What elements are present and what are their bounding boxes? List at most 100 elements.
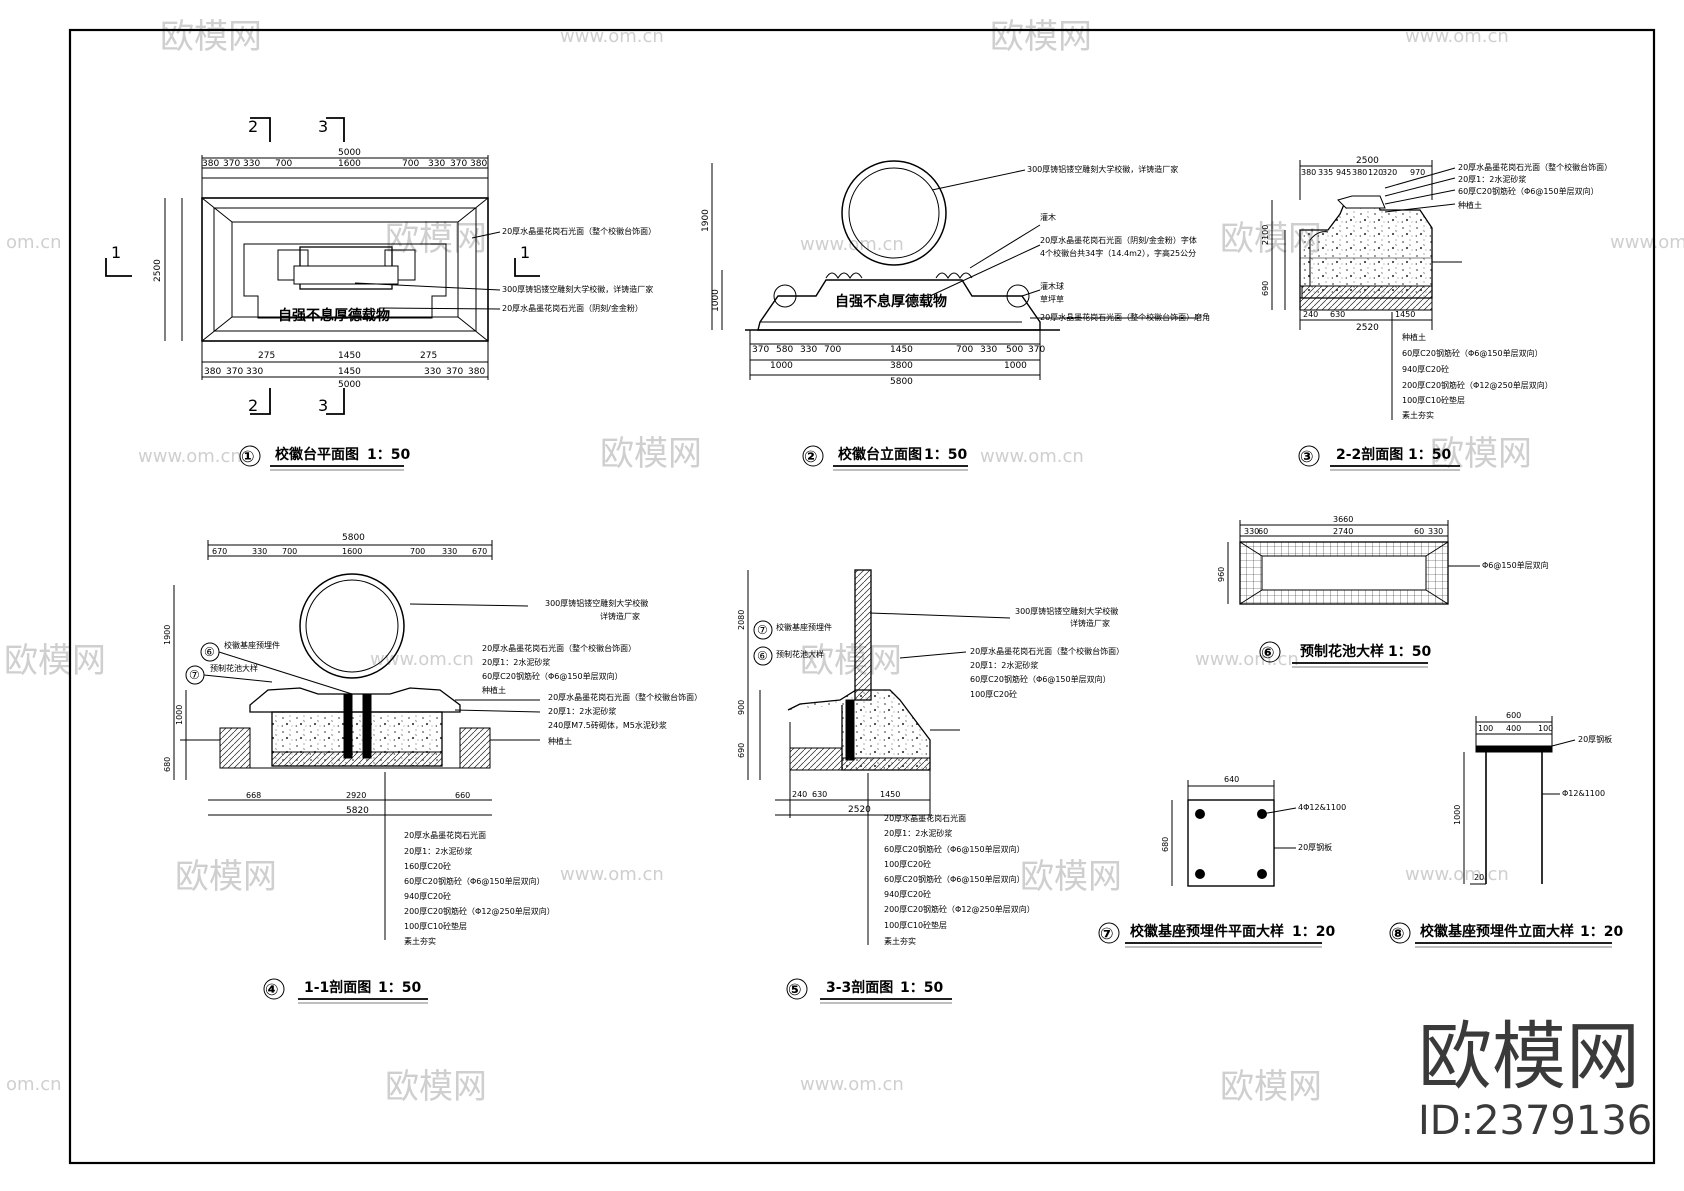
planter-dim-total: 3660 — [1333, 515, 1353, 524]
watermark-logo: 欧模网 — [385, 1067, 487, 1107]
section-11-note: 60厚C20钢筋砼（Φ6@150单层双向） — [404, 876, 545, 886]
section-11-note: 200厚C20钢筋砼（Φ12@250单层双向） — [404, 906, 555, 916]
elevation-dim-left: 1000 — [711, 289, 721, 312]
section-11-dim: 668 — [246, 791, 261, 800]
plan-dim-bottom: 370 — [446, 367, 463, 377]
section-11-note: 素土夯实 — [404, 936, 436, 946]
section-22-dim: 120 — [1368, 168, 1383, 177]
embed-elevation-view — [1463, 716, 1576, 885]
elevation-labels: 自强不息厚德载物 370 580 330 700 1450 700 330 50… — [701, 164, 1210, 387]
section-33-dim: 240 — [792, 790, 807, 799]
elevation-note: 4个校徽台共34字（14.4m2），字高25公分 — [1040, 248, 1196, 258]
section-22-dim: 970 — [1410, 168, 1425, 177]
section-33-note: 20厚1：2水泥砂浆 — [970, 660, 1038, 670]
section-33-note: 20厚1：2水泥砂浆 — [884, 828, 952, 838]
section-33-tag: 预制花池大样 — [776, 649, 824, 659]
watermark-url: www.om.cn — [560, 864, 664, 885]
watermark-url: www.om.cn — [1405, 864, 1509, 885]
watermark-badge: 欧模网 ID:2379136 — [1418, 1014, 1652, 1144]
view-title-num: ⑥ — [1261, 643, 1275, 662]
section-33-dim: 630 — [812, 790, 827, 799]
section-11-dim: 1600 — [342, 547, 362, 556]
section-22-dim: 380 — [1352, 168, 1367, 177]
plan-note: 20厚水晶墨花岗石光面（阴刻/金金粉） — [502, 303, 643, 313]
plan-dim-bottom: 380 — [468, 367, 485, 377]
elevation-dim: 1450 — [890, 345, 913, 355]
section-11-dim: 700 — [410, 547, 425, 556]
view-title-text: 校徽基座预埋件立面大样 — [1420, 923, 1574, 940]
cut-mark-label: 3 — [318, 396, 328, 415]
plan-dim-top: 1600 — [338, 159, 361, 169]
elevation-note: 300厚铸铝镂空雕刻大学校徽，详铸造厂家 — [1027, 164, 1178, 174]
planter-dim: 2740 — [1333, 527, 1353, 536]
section-22-note: 种植土 — [1402, 332, 1426, 342]
watermark-url: www.om.cn — [560, 26, 664, 47]
embed-plan-note: 20厚钢板 — [1298, 842, 1332, 852]
section-22-dim: 945 — [1336, 168, 1351, 177]
section-33-note: 素土夯实 — [884, 936, 916, 946]
section-33-note: 60厚C20钢筋砼（Φ6@150单层双向） — [970, 674, 1111, 684]
elevation-dim: 1000 — [1004, 361, 1027, 371]
plan-dim-top: 700 — [275, 159, 292, 169]
plan-dim-top: 380 — [202, 159, 219, 169]
view-title-scale: 1：50 — [1388, 644, 1431, 660]
view-title-text: 预制花池大样 — [1300, 643, 1384, 660]
view-title-text: 校徽台立面图 — [838, 446, 922, 463]
section-11-note: 300厚铸铝镂空雕刻大学校徽 — [545, 598, 648, 608]
elevation-dim: 370 — [752, 345, 769, 355]
view-title-num: ⑤ — [788, 980, 802, 999]
watermark-url: www.om.cn — [370, 649, 474, 670]
elevation-dim: 700 — [956, 345, 973, 355]
section-11-dim: 330 — [442, 547, 457, 556]
view-title-scale: 1：20 — [1292, 924, 1335, 940]
section-33-note: 200厚C20钢筋砼（Φ12@250单层双向） — [884, 904, 1035, 914]
section-11-dim-total: 5800 — [342, 533, 365, 543]
elevation-note: 灌木 — [1040, 212, 1056, 222]
section-22-note: 素土夯实 — [1402, 410, 1434, 420]
elevation-view — [711, 160, 1198, 380]
section-11-dim: 670 — [472, 547, 487, 556]
section-11-note: 160厚C20砼 — [404, 861, 451, 871]
embed-elevation-note: Φ12&1100 — [1562, 789, 1605, 798]
section-11-note: 20厚水晶墨花岗石光面（整个校徽台饰面） — [548, 692, 702, 702]
plan-dim-inner: 275 — [420, 351, 437, 361]
watermark-id: ID:2379136 — [1418, 1098, 1652, 1144]
elevation-dim: 500 — [1006, 345, 1023, 355]
embed-elevation-labels: 600 100 400 100 1000 20 20厚钢板 Φ12&1100 — [1453, 711, 1612, 882]
plan-dim-inner: 275 — [258, 351, 275, 361]
section-11-note: 940厚C20砼 — [404, 891, 451, 901]
section-33-view — [747, 569, 1011, 945]
section-33-note: 100厚C10砼垫层 — [884, 920, 947, 930]
planter-labels: 3660 330 60 2740 60 330 960 Φ6@150单层双向 — [1217, 515, 1549, 582]
section-11-dim-left: 1000 — [175, 705, 184, 725]
section-33-dim-total: 2520 — [848, 805, 871, 815]
section-11-note: 20厚1：2水泥砂浆 — [548, 706, 616, 716]
section-22-dim: 320 — [1382, 168, 1397, 177]
view-titles: ① 校徽台平面图 1：50 ② 校徽台立面图 1：50 ③ 2-2剖面图 1：5… — [239, 445, 1623, 1004]
section-11-dim-left: 680 — [163, 757, 172, 772]
watermark-url: om.cn — [6, 1074, 62, 1095]
plan-dim-top: 380 — [470, 159, 487, 169]
cut-mark-label: 2 — [248, 117, 258, 136]
view-title-num: ④ — [265, 980, 279, 999]
section-22-dim-left: 2100 — [1261, 225, 1270, 245]
view-title-text: 3-3剖面图 — [826, 979, 893, 996]
section-22-note: 种植土 — [1458, 200, 1482, 210]
section-22-dim-total: 2520 — [1356, 323, 1379, 333]
section-11-note: 240厚M7.5砖砌体，M5水泥砂浆 — [548, 720, 667, 730]
view-title-num: ⑧ — [1391, 924, 1405, 943]
view-title-num: ① — [241, 447, 255, 466]
section-33-labels: 240 630 1450 2520 2080 900 690 ⑦ ⑥ 校徽基座预… — [737, 606, 1124, 946]
plan-dim-total-top: 5000 — [338, 148, 361, 158]
view-title-scale: 1：50 — [367, 447, 410, 463]
cut-mark-label: 1 — [520, 243, 530, 262]
planter-dim: 60 — [1414, 527, 1424, 536]
section-33-tag-num: ⑥ — [757, 649, 768, 663]
section-11-note: 60厚C20钢筋砼（Φ6@150单层双向） — [482, 671, 623, 681]
planter-dim: 330 — [1244, 527, 1259, 536]
watermark-logo: 欧模网 — [1020, 857, 1122, 897]
plan-dim-top: 370 — [450, 159, 467, 169]
view-title-scale: 1：50 — [900, 980, 943, 996]
section-11-note: 详铸造厂家 — [600, 611, 640, 621]
